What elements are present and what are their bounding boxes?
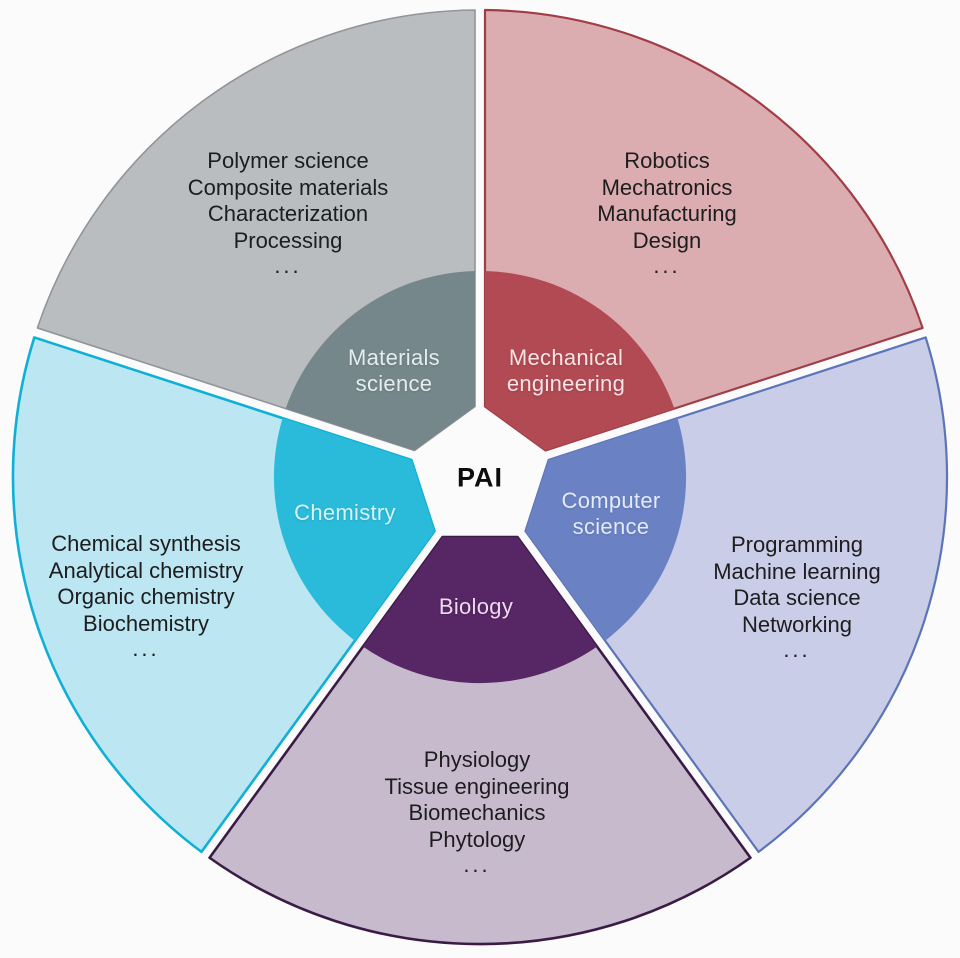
center-label: PAI [456,462,504,493]
sector-biology-outer [208,535,752,946]
sector-computer-science-inner [525,418,687,641]
sector-biology-inner [362,537,598,684]
sector-materials-science-inner [285,271,475,451]
sector-mechanical-engineering-inner [485,271,675,451]
sector-chemistry-inner [273,418,435,641]
